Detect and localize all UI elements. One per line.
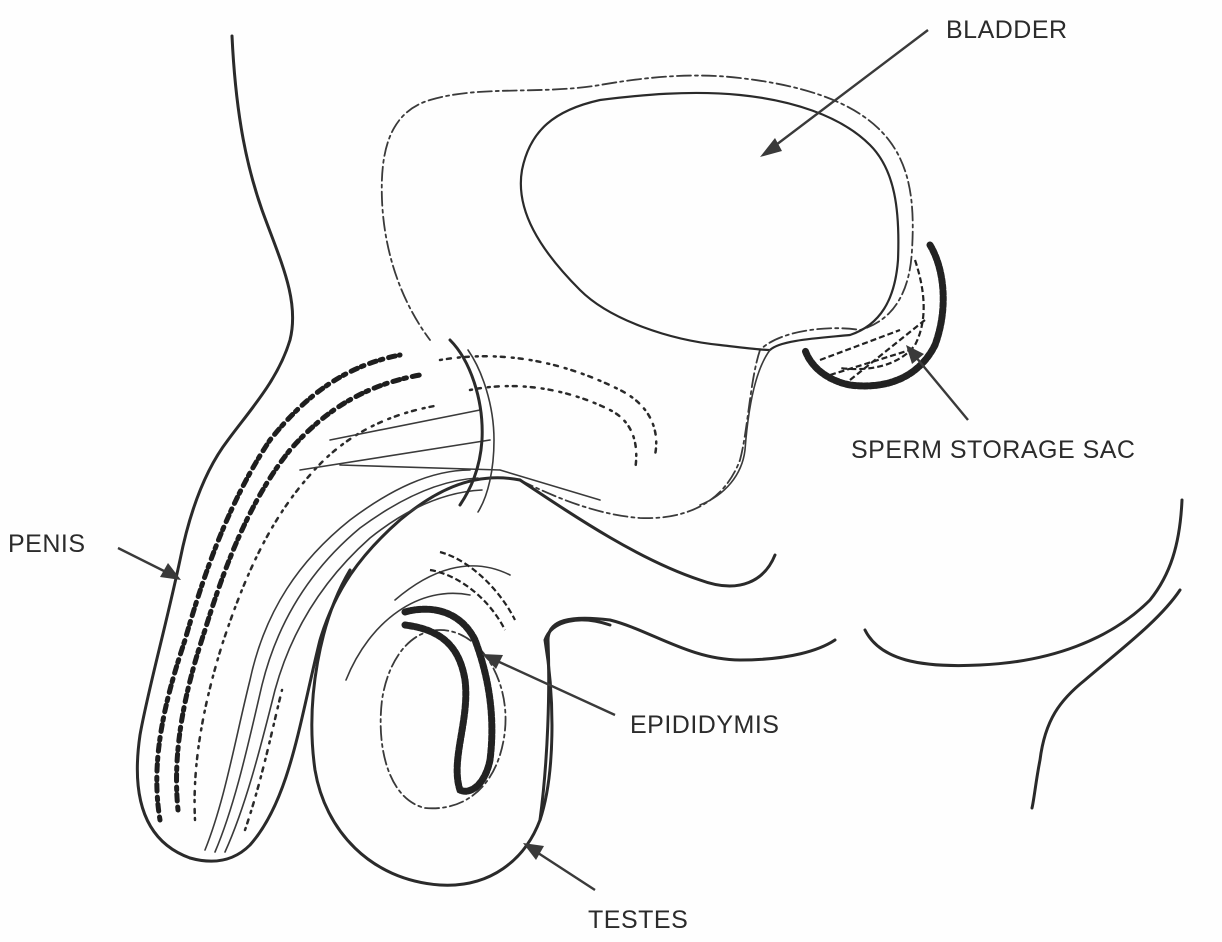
bladder-outer-wall	[382, 76, 913, 519]
bladder-inner-wall	[521, 93, 899, 350]
bladder-neck	[700, 350, 770, 505]
bladder-label: BLADDER	[946, 16, 1068, 45]
epididymis-shape	[405, 609, 492, 791]
thigh-contour	[1032, 590, 1180, 808]
bladder-arrow	[760, 30, 928, 157]
tunica-line-1	[346, 593, 470, 680]
urethra-line-2	[215, 478, 478, 852]
testes-arrow	[523, 843, 595, 890]
tunica-line-2	[395, 566, 510, 600]
prostate-texture	[440, 356, 656, 455]
sperm-storage-sac-hatch	[820, 260, 925, 380]
corpus-cavernosum-texture	[157, 355, 400, 820]
testes-label: TESTES	[588, 906, 688, 935]
penis-label: PENIS	[8, 530, 86, 559]
buttock-contour-upper	[865, 500, 1182, 666]
penis-arrow	[118, 548, 181, 580]
lower-body-contour	[520, 480, 775, 586]
prostate-texture-2	[470, 386, 636, 470]
sperm-storage-sac-label: SPERM STORAGE SAC	[851, 436, 1136, 465]
sperm-storage-sac-arrow	[906, 345, 968, 420]
abdominal-wall-outline	[137, 36, 292, 858]
corpus-spongiosum-texture-2	[245, 690, 282, 830]
corpus-cavernosum-texture-2	[177, 375, 420, 810]
epididymis-hatch	[430, 552, 515, 630]
epididymis-label: EPIDIDYMIS	[630, 711, 779, 740]
